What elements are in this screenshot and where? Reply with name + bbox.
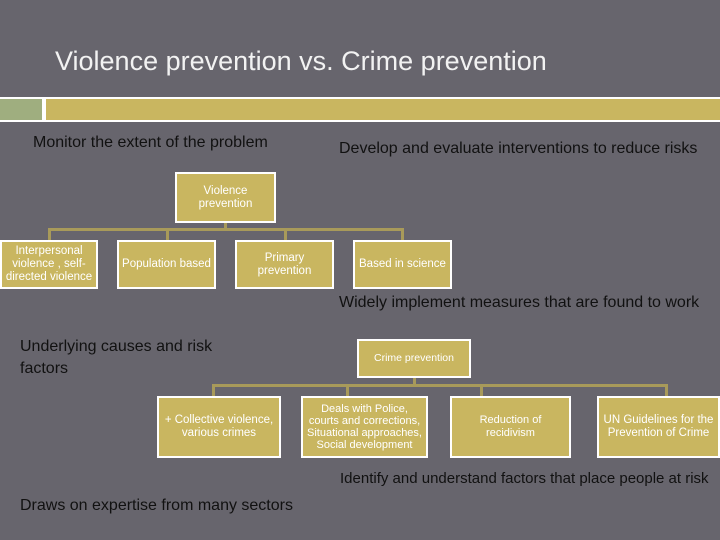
connector bbox=[212, 384, 215, 396]
violence-child-box: Primary prevention bbox=[235, 240, 334, 289]
violence-child-box: Population based bbox=[117, 240, 216, 289]
connector bbox=[212, 384, 668, 387]
violence-child-box: Based in science bbox=[353, 240, 452, 289]
connector bbox=[346, 384, 349, 396]
underlying-text: Underlying causes and risk factors bbox=[20, 338, 213, 377]
connector bbox=[166, 228, 169, 240]
crime-child-box: Reduction of recidivism bbox=[450, 396, 571, 458]
identify-text: Identify and understand factors that pla… bbox=[340, 470, 709, 487]
violence-child-box: Interpersonal violence , self-directed v… bbox=[0, 240, 98, 289]
accent-bar-gold bbox=[46, 99, 720, 120]
develop-text: Develop and evaluate interventions to re… bbox=[339, 140, 698, 157]
accent-bar-green bbox=[0, 99, 42, 120]
connector bbox=[413, 377, 416, 386]
crime-child-box: + Collective violence, various crimes bbox=[157, 396, 281, 458]
widely-text: Widely implement measures that are found… bbox=[339, 294, 700, 311]
crime-child-box: UN Guidelines for the Prevention of Crim… bbox=[597, 396, 720, 458]
connector bbox=[480, 384, 483, 396]
violence-prevention-box: Violence prevention bbox=[175, 172, 276, 223]
slide-title: Violence prevention vs. Crime prevention bbox=[55, 46, 547, 76]
draws-text: Draws on expertise from many sectors bbox=[20, 497, 293, 514]
monitor-text: Monitor the extent of the problem bbox=[33, 134, 268, 151]
connector bbox=[665, 384, 668, 396]
connector bbox=[48, 228, 51, 240]
connector bbox=[284, 228, 287, 240]
connector bbox=[48, 228, 404, 231]
crime-child-box: Deals with Police, courts and correction… bbox=[301, 396, 428, 458]
crime-prevention-box: Crime prevention bbox=[357, 339, 471, 378]
connector bbox=[401, 228, 404, 240]
connector bbox=[224, 222, 227, 230]
